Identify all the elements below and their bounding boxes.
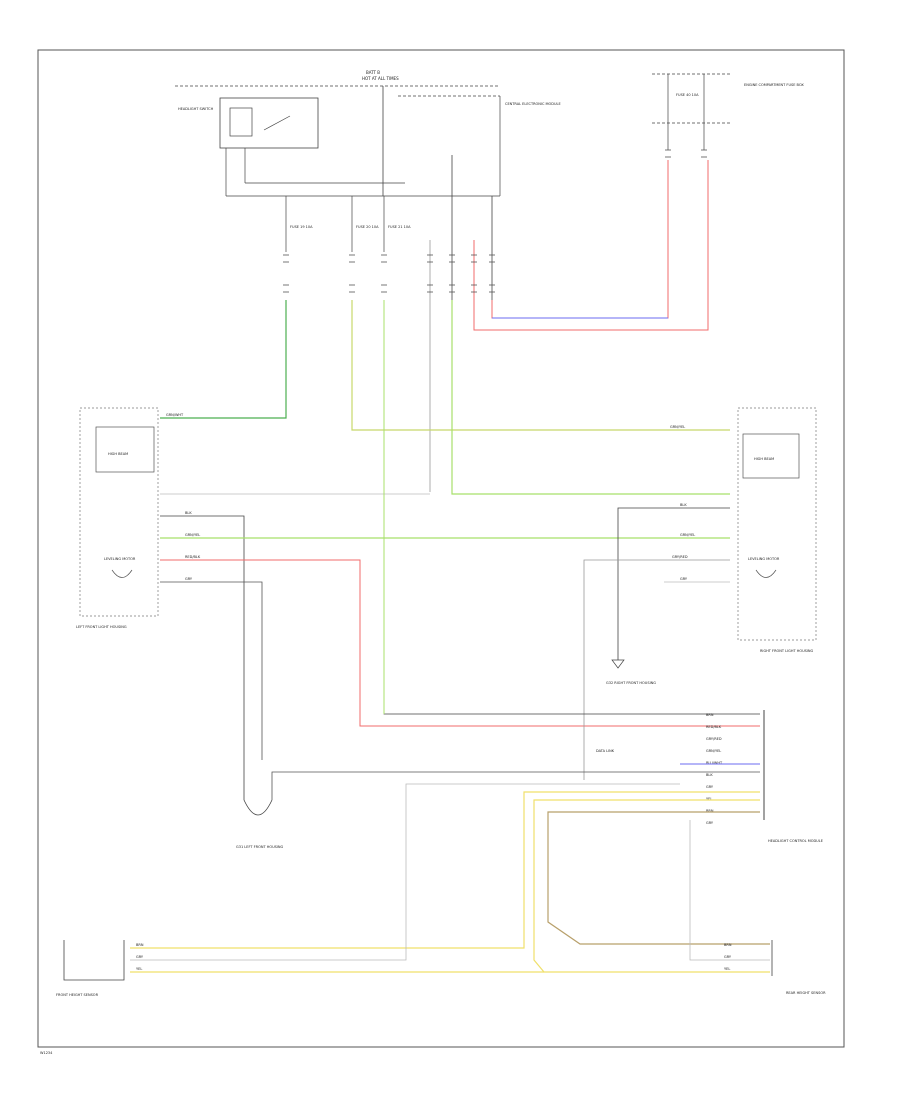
sensor-wire-yellow-b [533,799,770,973]
headlight-switch-label: HEADLIGHT SWITCH [178,107,214,111]
sensor-wire-grey-right [689,820,770,961]
svg-text:YEL: YEL [136,967,142,971]
right-fuse-box-label: ENGINE COMPARTMENT FUSE BOX [744,83,804,87]
left-ground-symbol [243,760,273,816]
svg-text:GRY: GRY [706,821,714,825]
svg-text:BRN: BRN [706,713,714,717]
left-wire-label-1: GRN/WHT [166,413,184,417]
sensor-wire-brown [547,811,770,945]
front-sensor-wire-labels: BRN GRY YEL [136,943,144,971]
footer-code: W1234 [40,1051,53,1055]
left-wire-label-3: GRN/YEL [185,533,200,537]
front-sensor-label: FRONT HEIGHT SENSOR [56,993,99,997]
right-wire-green [451,300,730,495]
svg-text:BRN: BRN [136,943,144,947]
fuse-box-label: BATT B [366,70,380,75]
right-fuse-connectors [665,149,707,158]
right-lamp-bulb: HIGH BEAM [754,457,774,461]
sensor-wire-grey-left [130,783,680,961]
svg-text:BRN: BRN [724,943,732,947]
headlight-switch-inner [229,107,253,137]
right-wire-label-3: GRN/YEL [680,533,695,537]
left-lamp-bulb: HIGH BEAM [108,452,128,456]
left-lamp-bulb-box [95,426,155,473]
right-wire-black [617,507,730,660]
right-wire-grey [583,559,730,780]
right-ground-symbol [611,659,625,669]
rear-sensor-label: REAR HEIGHT SENSOR [786,991,826,995]
svg-text:BLU/WHT: BLU/WHT [706,761,723,765]
rear-sensor-wire-labels: BRN GRY YEL [724,943,732,971]
right-ground-label: G32 RIGHT FRONT HOUSING [606,681,656,685]
right-wire-yellowgreen [351,300,730,431]
left-green-wire-top [160,300,287,419]
connector-group-top [283,254,495,293]
headlight-control-module-label: HEADLIGHT CONTROL MODULE [768,839,823,843]
svg-text:GRY: GRY [724,955,732,959]
fuse-label-3: FUSE 21 10A [388,225,411,229]
left-leveling-motor-symbol [111,569,133,578]
top-bus-label: HOT AT ALL TIMES [362,76,399,81]
svg-text:BLK: BLK [706,773,713,777]
right-lamp-leveling: LEVELING MOTOR [748,557,780,561]
svg-text:GRY/RED: GRY/RED [706,737,722,741]
right-lamp-bulb-box [742,433,800,479]
right-fuse-label: FUSE 40 10A [676,93,699,97]
svg-text:GRN/YEL: GRN/YEL [706,749,721,753]
headlight-switch [219,97,319,149]
left-wire-black [160,515,245,760]
right-wire-label-2: BLK [680,503,687,507]
right-wire-label-4: GRY/RED [672,555,688,559]
right-lamp-label: RIGHT FRONT LIGHT HOUSING [760,649,814,653]
data-link-label: DATA LINK [596,749,615,753]
svg-text:YEL: YEL [706,797,712,801]
right-red-wire-1 [491,160,669,319]
svg-text:YEL: YEL [724,967,730,971]
right-red-wire-2 [473,160,709,331]
fuse-label-2: FUSE 20 10A [356,225,379,229]
fuse-label-1: FUSE 19 10A [290,225,313,229]
left-wire-label-4: RED/BLK [185,555,201,559]
left-lamp-label: LEFT FRONT LIGHT HOUSING [76,625,127,629]
left-wire-grey-2 [160,581,263,760]
fuse-to-module-wire [383,300,760,715]
svg-text:GRY: GRY [706,785,714,789]
left-wire-label-5: GRY [185,577,193,581]
left-wire-red [160,559,760,727]
module-ground-wire [271,771,760,800]
right-wire-label-5: GRY [680,577,688,581]
svg-text:RED/BLK: RED/BLK [706,725,722,729]
right-wire-label-1: GRN/YEL [670,425,685,429]
left-lamp-housing [79,407,159,617]
left-wire-label-2: BLK [185,511,192,515]
left-ground-label: G31 LEFT FRONT HOUSING [236,845,284,849]
control-module-label: CENTRAL ELECTRONIC MODULE [505,102,561,106]
right-lamp-housing [737,407,817,641]
diagram-frame [37,49,845,1048]
headlight-switch-contact [263,115,291,131]
right-leveling-motor-symbol [755,569,777,578]
sensor-wire-yellow-a [130,791,760,949]
svg-text:GRY: GRY [136,955,144,959]
svg-text:BRN: BRN [706,809,714,813]
front-sensor-bracket [63,940,125,981]
module-pin-labels: BRN RED/BLK GRY/RED GRN/YEL BLU/WHT BLK … [706,713,723,825]
left-lamp-leveling: LEVELING MOTOR [104,557,136,561]
